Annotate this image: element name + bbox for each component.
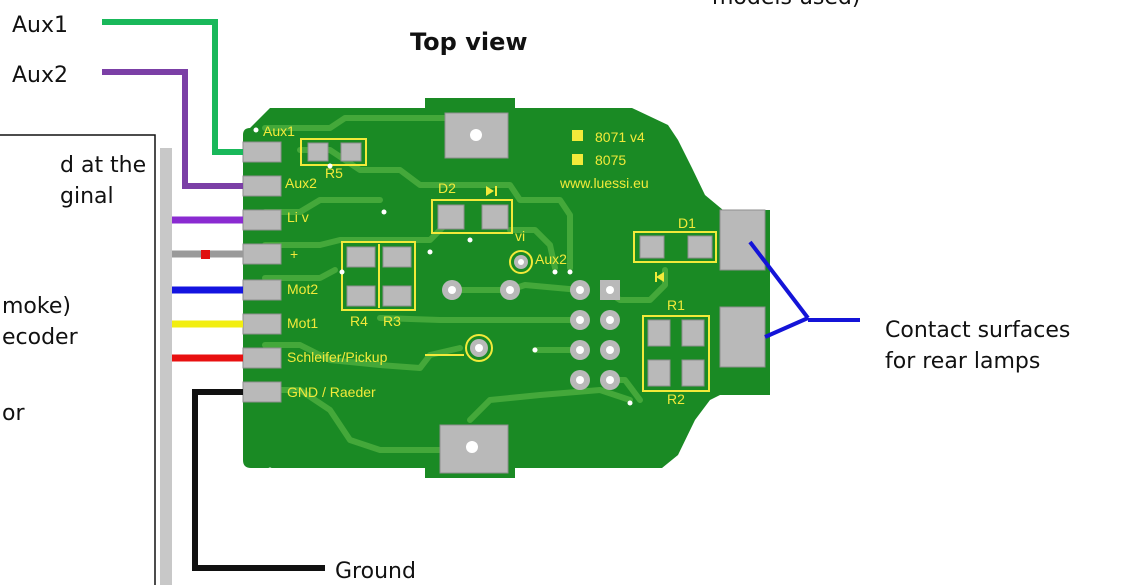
wire-aux1 <box>102 19 243 155</box>
pcb-label-mot1: Mot1 <box>287 315 318 331</box>
left-cut-text-3: moke) <box>2 294 71 319</box>
pcb-label-r2: R2 <box>667 391 685 407</box>
pcb-label-r5: R5 <box>325 165 343 181</box>
pcb-label-d2: D2 <box>438 180 456 196</box>
pcb-label-model-b: 8075 <box>595 152 626 168</box>
pcb-label-d1: D1 <box>678 215 696 231</box>
top-right-cut-text: models used) <box>712 0 860 10</box>
aux2-wire-label: Aux2 <box>12 63 68 88</box>
aux1-wire-label: Aux1 <box>12 13 68 38</box>
contact-label-line2: for rear lamps <box>885 349 1040 374</box>
vias <box>253 127 633 473</box>
pcb-label-aux1: Aux1 <box>263 123 295 139</box>
wire-aux2 <box>102 69 243 189</box>
left-cut-text-5: or <box>2 401 25 426</box>
r4-r3-resistors <box>341 241 416 311</box>
model-marker-b <box>572 154 583 165</box>
left-cut-text-1: d at the <box>60 153 146 178</box>
contact-leader-lines <box>748 240 860 339</box>
left-pads <box>242 141 282 403</box>
r1-r2-resistors <box>642 315 710 392</box>
wire-ground <box>192 389 325 571</box>
contact-label-line1: Contact surfaces <box>885 318 1070 343</box>
wire-plus-marker <box>201 250 210 259</box>
pcb-label-aux2-left: Aux2 <box>285 175 317 191</box>
r5-resistor <box>300 138 367 166</box>
side-bar <box>160 148 172 585</box>
d1-diode <box>633 231 717 282</box>
left-cut-text-2: ginal <box>60 184 114 209</box>
pcb-label-pickup: Schleifer/Pickup <box>287 349 388 365</box>
left-cut-text-4: ecoder <box>2 325 79 350</box>
contact-surface-upper <box>719 209 766 271</box>
ground-wire-label: Ground <box>335 559 416 584</box>
left-info-box-border <box>0 134 156 585</box>
pcb-label-r4: R4 <box>350 313 368 329</box>
mount-hole-top <box>470 129 482 141</box>
d2-diode <box>431 186 513 234</box>
test-points <box>425 250 533 362</box>
pcb-label-r3: R3 <box>383 313 401 329</box>
pcb-label-website: www.luessi.eu <box>559 175 649 191</box>
model-marker-a <box>572 130 583 141</box>
pcb-label-mot2: Mot2 <box>287 281 318 297</box>
pcb-label-gnd: GND / Raeder <box>287 384 376 400</box>
mount-hole-bottom <box>466 441 478 453</box>
pcb-label-r1: R1 <box>667 297 685 313</box>
pcb-label-model-a: 8071 v4 <box>595 129 645 145</box>
pcb-label-vi: vi <box>515 228 525 244</box>
pcb-label-aux2-right: Aux2 <box>535 251 567 267</box>
diagram-title: Top view <box>410 28 528 56</box>
pcb-label-li-v: Li v <box>287 209 309 225</box>
solder-pad-grid <box>442 280 620 390</box>
contact-surface-lower <box>719 306 766 368</box>
pcb-label-plus: + <box>290 246 298 262</box>
